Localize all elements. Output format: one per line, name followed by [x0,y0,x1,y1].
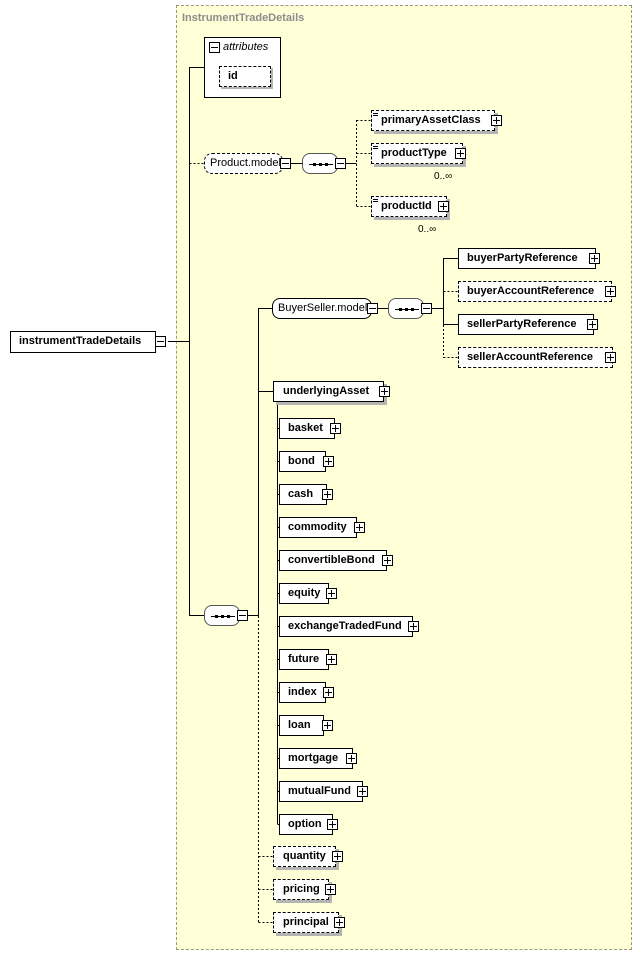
product-model-sequence-toggle[interactable] [335,158,346,169]
element-convertible-bond[interactable]: convertibleBond [279,550,387,571]
element-underlying-asset[interactable]: underlyingAsset [273,381,384,402]
main-sequence-toggle[interactable] [237,610,248,621]
mortgage-expand[interactable] [346,753,357,764]
element-index[interactable]: index [279,682,326,703]
quantity-expand[interactable] [332,851,343,862]
seller-party-reference-expand[interactable] [587,319,598,330]
element-exchange-traded-fund[interactable]: exchangeTradedFund [279,616,413,637]
loan-expand[interactable] [322,720,333,731]
root-element-instrument-trade-details[interactable]: instrumentTradeDetails [10,331,156,353]
buyer-seller-model-group[interactable]: BuyerSeller.model [272,298,372,319]
convertible-bond-expand[interactable] [382,555,393,566]
principal-expand[interactable] [334,917,345,928]
pricing-expand[interactable] [325,884,336,895]
attributes-collapse-toggle[interactable] [209,42,220,53]
sequence-icon [211,615,235,618]
product-model-collapse-toggle[interactable] [280,158,291,169]
product-model-sequence [302,153,338,174]
element-pricing[interactable]: pricing [273,879,329,900]
product-model-group[interactable]: Product.model [204,153,283,174]
cash-expand[interactable] [322,489,333,500]
element-mutual-fund[interactable]: mutualFund [279,781,363,802]
product-type-cardinality: 0..∞ [434,171,453,182]
element-loan[interactable]: loan [279,715,324,736]
buyer-party-reference-expand[interactable] [589,253,600,264]
buyer-seller-model-collapse-toggle[interactable] [367,303,378,314]
buyer-account-reference-expand[interactable] [605,286,616,297]
element-commodity[interactable]: commodity [279,517,357,538]
product-model-label: Product.model [210,157,281,169]
element-principal[interactable]: principal [273,912,339,933]
basket-expand[interactable] [330,423,341,434]
attributes-title: attributes [223,41,269,53]
product-id-cardinality: 0..∞ [418,224,437,235]
mutual-fund-expand[interactable] [357,786,368,797]
buyer-seller-model-label: BuyerSeller.model [278,302,368,314]
sequence-icon [395,308,419,311]
equity-expand[interactable] [326,588,337,599]
element-cash[interactable]: cash [279,484,327,505]
root-collapse-toggle[interactable] [155,336,166,347]
option-expand[interactable] [327,819,338,830]
exchange-traded-fund-expand[interactable] [408,621,419,632]
attribute-id[interactable]: id [219,66,271,87]
commodity-expand[interactable] [354,522,365,533]
element-future[interactable]: future [279,649,329,670]
attribute-id-label: id [228,70,238,82]
element-basket[interactable]: basket [279,418,335,439]
buyer-seller-sequence [388,298,424,319]
bond-expand[interactable] [323,456,334,467]
root-element-label: instrumentTradeDetails [19,335,142,347]
underlying-asset-expand[interactable] [379,386,390,397]
element-product-id[interactable]: productId [371,196,447,217]
product-id-expand[interactable] [438,201,449,212]
seller-account-reference-expand[interactable] [605,352,616,363]
product-type-expand[interactable] [455,148,466,159]
element-option[interactable]: option [279,814,333,835]
element-product-type[interactable]: productType [371,143,463,164]
element-seller-account-reference[interactable]: sellerAccountReference [458,347,613,368]
group-title: InstrumentTradeDetails [182,12,305,24]
element-buyer-account-reference[interactable]: buyerAccountReference [458,281,612,302]
element-quantity[interactable]: quantity [273,846,336,867]
future-expand[interactable] [326,654,337,665]
primary-asset-class-expand[interactable] [491,115,502,126]
element-primary-asset-class[interactable]: primaryAssetClass [371,110,495,131]
element-mortgage[interactable]: mortgage [279,748,353,769]
sequence-icon [309,163,333,166]
index-expand[interactable] [323,687,334,698]
buyer-seller-sequence-toggle[interactable] [421,303,432,314]
